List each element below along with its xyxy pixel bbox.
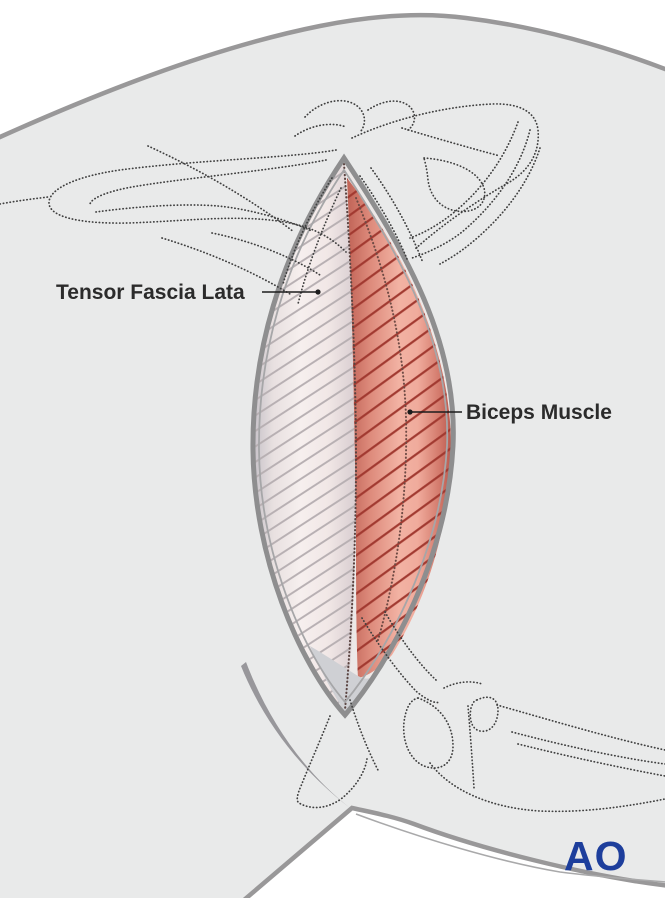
stifle-outline (296, 611, 665, 813)
trochanter-outline (147, 99, 424, 305)
distal-fascia-wedge (310, 646, 378, 712)
ilium-outline (0, 149, 347, 276)
incision-site (250, 153, 456, 719)
incision-inner-edge (258, 168, 449, 704)
body-edge-inner-line (355, 813, 665, 883)
bone-outlines-dotted (0, 99, 665, 813)
ischium-outline (351, 103, 541, 265)
annotation-biceps: Biceps Muscle (407, 401, 612, 424)
ao-logo: AO (564, 833, 628, 879)
tensor-leader-dot (315, 289, 321, 295)
muscle-boundary-dotted (342, 162, 358, 712)
tensor-fascia-lata-label: Tensor Fascia Lata (56, 281, 245, 304)
incision-outer-edge (250, 153, 456, 719)
biceps-muscle-label: Biceps Muscle (466, 401, 612, 424)
femur-midline-dotted (355, 197, 408, 641)
biceps-leader-dot (407, 409, 413, 415)
annotation-tensor: Tensor Fascia Lata (56, 281, 321, 304)
